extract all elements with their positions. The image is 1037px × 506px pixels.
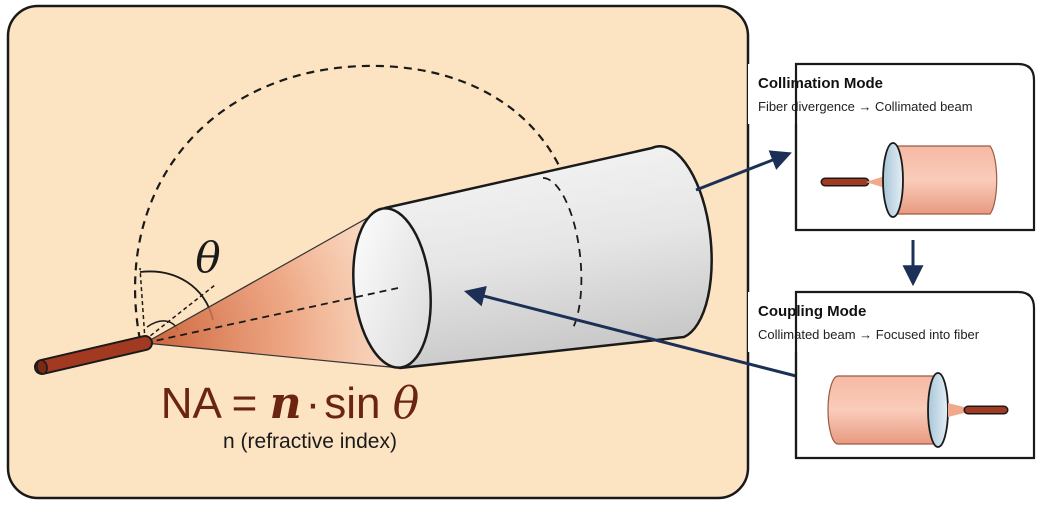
coupling-title: Coupling Mode [758, 303, 866, 320]
barrel-dashed-ring [542, 177, 583, 331]
lens-face [352, 207, 432, 369]
cone-edge-top [144, 207, 386, 344]
vertical-reference-line [139, 267, 146, 341]
formula-n: n [270, 378, 302, 429]
coupling-subtitle: Collimated beam → Focused into fiber [758, 327, 980, 342]
acceptance-arc [134, 64, 581, 341]
coupling-header-bg [748, 292, 1034, 352]
arrow-from-coupling [463, 285, 797, 378]
collimation-barrel [892, 145, 998, 215]
formula-sin: sin [324, 379, 392, 428]
formula-theta: θ [393, 378, 420, 429]
cone-edge-bottom [144, 342, 401, 369]
coupling-frame [794, 290, 1036, 460]
theta-symbol: θ [195, 233, 220, 282]
collimation-header-bg [748, 64, 1034, 124]
coupling-beam [948, 403, 968, 417]
light-cone [145, 208, 400, 368]
collimation-panel: Collimation Mode Fiber divergence → Coll… [748, 62, 1036, 232]
arrow-to-collimation [695, 150, 792, 192]
collimation-subtitle: Fiber divergence → Collimated beam [758, 99, 973, 114]
collimation-lens [882, 142, 904, 218]
optical-fiber [34, 335, 153, 375]
coupling-lens [927, 372, 949, 448]
na-formula: NA = n·sin θ [161, 378, 419, 429]
refractive-index-caption: n (refractive index) [223, 430, 397, 453]
coupling-panel: Coupling Mode Collimated beam → Focused … [748, 290, 1036, 460]
formula-dot: · [306, 379, 321, 428]
lens-barrel [383, 145, 713, 370]
collimation-title: Collimation Mode [758, 75, 883, 92]
formula-lhs: NA = [161, 379, 270, 428]
coupling-barrel [827, 375, 938, 445]
acceptance-angle-line [144, 284, 216, 341]
collimation-frame [794, 62, 1036, 232]
